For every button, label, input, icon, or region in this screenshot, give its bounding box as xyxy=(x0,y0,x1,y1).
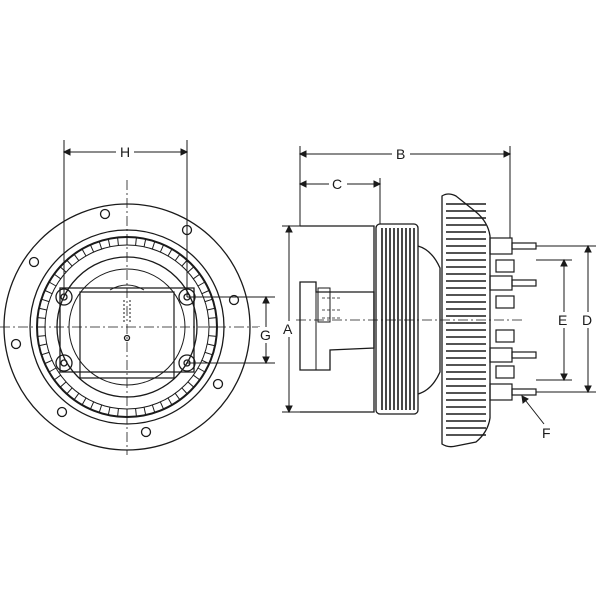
pulley-rib xyxy=(81,248,87,257)
front-mounting-studs xyxy=(55,288,196,372)
pulley-rib xyxy=(37,317,46,319)
pulley-rib xyxy=(174,393,181,401)
pulley-rib xyxy=(107,407,111,416)
pulley-rib xyxy=(143,407,147,416)
pulley-rib xyxy=(193,374,201,381)
pulley-rib xyxy=(151,404,156,413)
pulley-rib xyxy=(208,317,217,319)
pulley-rib xyxy=(98,404,103,413)
pulley-rib xyxy=(81,397,87,406)
pulley-rib xyxy=(41,351,50,356)
pulley-rib xyxy=(37,335,46,337)
pulley-rib xyxy=(197,367,206,373)
pulley-rib xyxy=(207,307,216,311)
pulley-rib xyxy=(201,289,210,295)
pulley-rib xyxy=(167,397,173,406)
dimension-f-label: F xyxy=(542,425,551,441)
pulley-rib xyxy=(187,266,195,273)
flange-bolt-hole xyxy=(28,256,40,268)
side-clutch-body xyxy=(441,193,491,448)
flange-bolt-hole xyxy=(140,426,152,438)
pulley-rib xyxy=(89,401,95,410)
pulley-rib xyxy=(187,381,195,388)
flange-bolt-hole xyxy=(10,338,22,350)
pulley-rib xyxy=(48,281,57,287)
dimension-a-label: A xyxy=(283,321,293,337)
pulley-rib xyxy=(107,238,111,247)
pulley-rib xyxy=(181,259,188,267)
pulley-rib xyxy=(174,253,181,261)
front-mounting-plate xyxy=(59,287,195,373)
pulley-rib xyxy=(44,289,53,295)
flange-bolt-hole xyxy=(99,208,111,220)
pulley-rib xyxy=(207,343,216,347)
pulley-rib xyxy=(193,273,201,280)
front-center-bracket xyxy=(79,291,175,379)
front-pulley-ribs xyxy=(37,237,217,417)
pulley-rib xyxy=(73,393,80,401)
pulley-rib xyxy=(53,273,61,280)
flange-bolt-hole xyxy=(228,294,240,306)
pulley-rib xyxy=(53,374,61,381)
pulley-rib xyxy=(41,298,50,303)
side-pulley xyxy=(375,223,419,415)
front-view xyxy=(0,180,260,455)
pulley-rib xyxy=(66,259,73,267)
dimension-d-label: D xyxy=(582,312,592,328)
pulley-rib xyxy=(59,381,67,388)
pulley-rib xyxy=(204,351,213,356)
dimension-f xyxy=(521,395,545,425)
pulley-rib xyxy=(44,359,53,365)
pulley-rib xyxy=(159,401,165,410)
pulley-rib xyxy=(117,237,119,246)
pulley-rib xyxy=(98,241,103,250)
pulley-rib xyxy=(59,266,67,273)
pulley-rib xyxy=(66,387,73,395)
dimension-g-label: G xyxy=(260,327,271,343)
dimension-a xyxy=(282,224,300,414)
pulley-rib xyxy=(204,298,213,303)
side-clutch-fins xyxy=(446,203,486,436)
side-view xyxy=(296,193,537,448)
pulley-rib xyxy=(151,241,156,250)
pulley-rib xyxy=(48,367,57,373)
pulley-rib xyxy=(38,307,47,311)
pulley-rib xyxy=(135,237,137,246)
side-housing-body xyxy=(300,225,375,413)
side-pulley-ribs xyxy=(381,228,415,410)
pulley-rib xyxy=(167,248,173,257)
front-center-dot xyxy=(123,334,131,342)
dimension-b-label: B xyxy=(396,146,405,162)
pulley-rib xyxy=(135,408,137,417)
dimension-e-label: E xyxy=(558,312,567,328)
pulley-rib xyxy=(117,408,119,417)
stud-bottom-left xyxy=(55,354,73,372)
pulley-rib xyxy=(208,335,217,337)
dimension-c-label: C xyxy=(332,176,342,192)
flange-bolt-hole xyxy=(56,406,68,418)
pulley-rib xyxy=(197,281,206,287)
front-flange-bolt-holes xyxy=(10,208,240,438)
pulley-rib xyxy=(38,343,47,347)
pulley-rib xyxy=(181,387,188,395)
pulley-rib xyxy=(73,253,80,261)
pulley-rib xyxy=(143,238,147,247)
pulley-rib xyxy=(89,244,95,253)
side-mounting-bracket xyxy=(299,281,375,371)
dimension-h-label: H xyxy=(120,144,130,160)
side-fan-studs xyxy=(489,237,537,401)
flange-bolt-hole xyxy=(212,378,224,390)
pulley-rib xyxy=(159,244,165,253)
